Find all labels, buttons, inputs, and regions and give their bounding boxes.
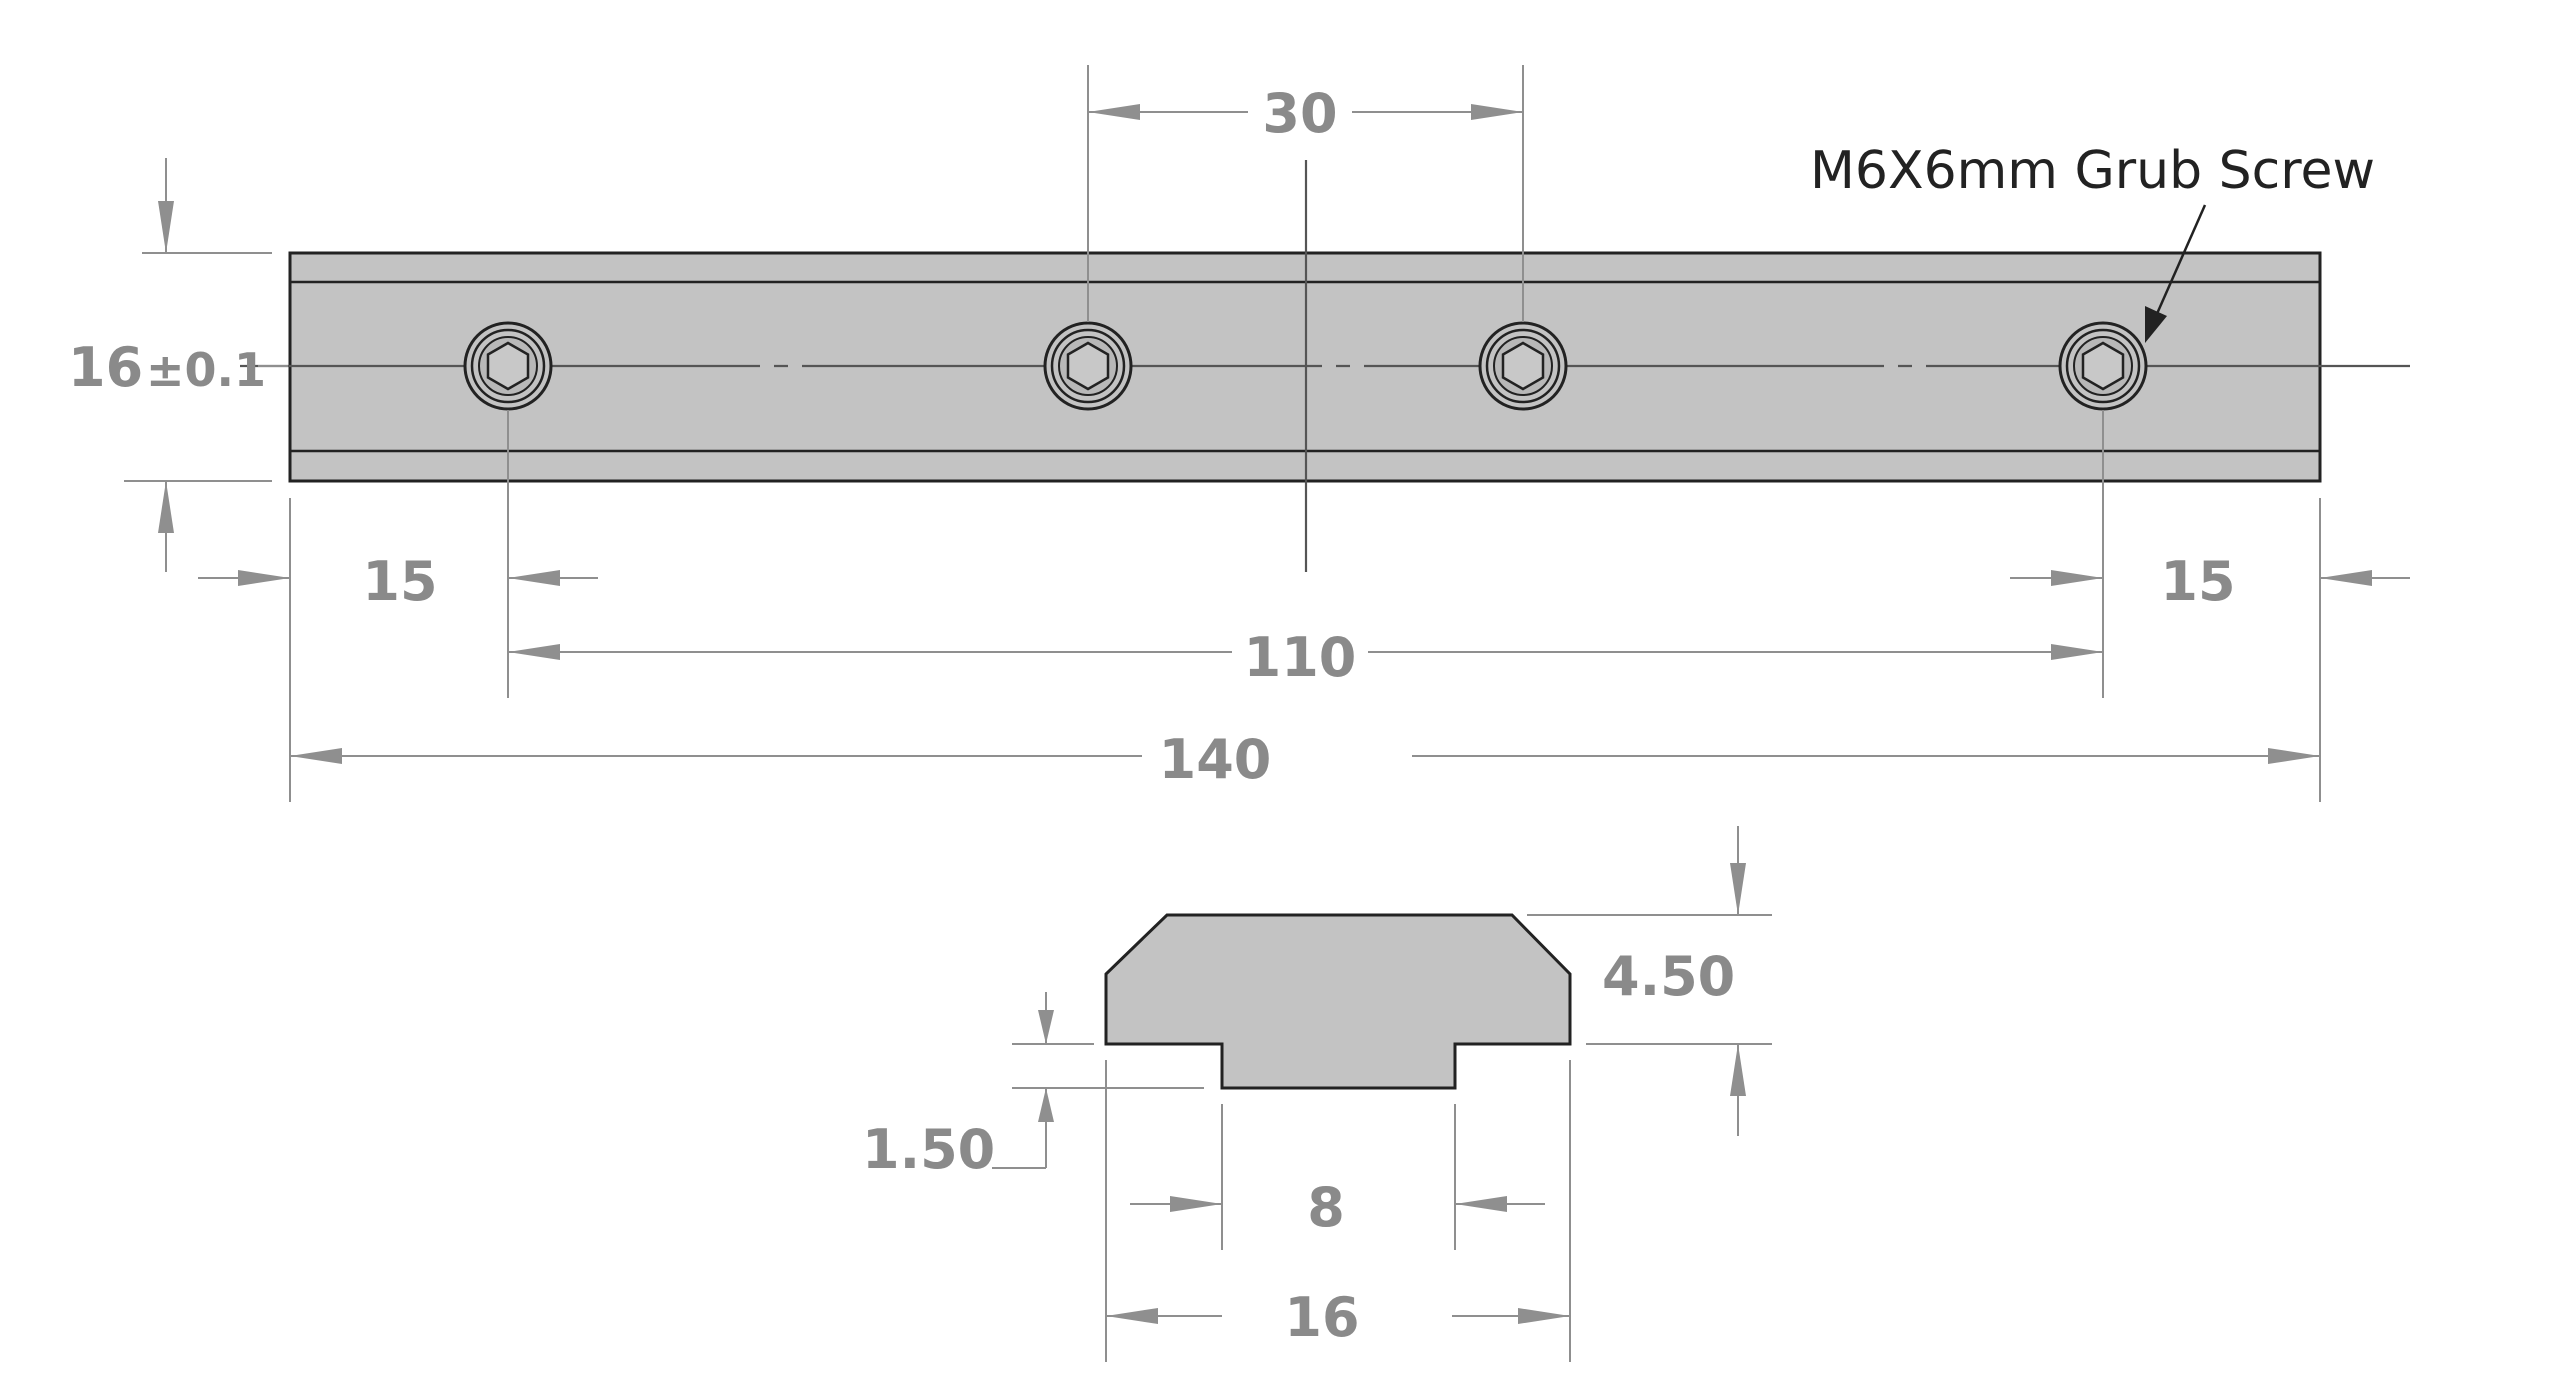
callout-text: M6X6mm Grub Screw — [1810, 141, 2375, 201]
dim-profile-height-text: 4.50 — [1602, 945, 1735, 1008]
dim-step-height-text: 1.50 — [862, 1118, 995, 1181]
dim-end-offset-right: 15 — [2010, 550, 2410, 613]
extension-lines — [289, 410, 2321, 802]
dim-hole-spacing: 30 — [1087, 65, 1524, 322]
screw-callout: M6X6mm Grub Screw — [1810, 141, 2375, 343]
dim-end-offset-left: 15 — [198, 550, 598, 613]
dim-overall-length: 140 — [290, 728, 2320, 791]
grub-screw-2 — [1043, 321, 1133, 411]
dim-profile-height: 4.50 — [1527, 826, 1772, 1136]
dim-overall-length-text: 140 — [1159, 728, 1272, 791]
dim-end-offset-right-text: 15 — [2160, 550, 2235, 613]
dim-profile-width: 16 — [1105, 1060, 1571, 1362]
grub-screw-3 — [1478, 321, 1568, 411]
dim-height-tolerance: ±0.1 — [146, 343, 266, 397]
dim-profile-width-text: 16 — [1284, 1286, 1359, 1349]
dim-hole-spacing-text: 30 — [1262, 82, 1337, 145]
grub-screw-4 — [2058, 321, 2148, 411]
rail-top-view — [240, 160, 2410, 572]
dim-height: 16 ±0.1 — [68, 158, 288, 572]
dim-tongue-width-text: 8 — [1307, 1176, 1345, 1239]
grub-screw-1 — [463, 321, 553, 411]
profile-section-view — [1104, 913, 1572, 1090]
dim-height-text: 16 — [68, 336, 143, 399]
dim-end-offset-left-text: 15 — [362, 550, 437, 613]
dim-tongue-width: 8 — [1130, 1104, 1545, 1250]
dim-hole-span: 110 — [508, 626, 2103, 689]
dim-hole-span-text: 110 — [1244, 626, 1357, 689]
dim-step-height: 1.50 — [862, 992, 1204, 1181]
